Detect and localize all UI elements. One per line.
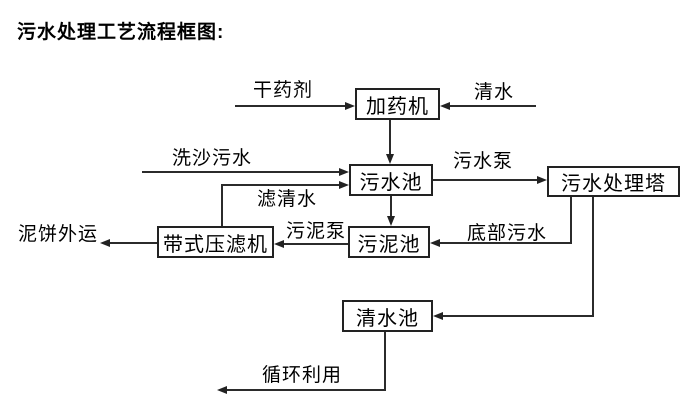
edge-tower-to-clearpool-drop — [592, 197, 594, 317]
edge-clear-water-arrowhead-icon — [440, 102, 450, 110]
label-dry-agent: 干药剂 — [253, 80, 314, 101]
label-mud-cake-shipped-out: 泥饼外运 — [18, 224, 99, 245]
node-dosing-machine: 加药机 — [355, 88, 440, 120]
node-sewage-pool: 污水池 — [349, 164, 433, 196]
edge-bottom-sewage-arrowhead-icon — [430, 239, 440, 247]
edge-tower-to-clearpool-arrowhead-icon — [433, 312, 443, 320]
edge-bottom-sewage-drop — [570, 197, 572, 244]
edge-clear-water-line — [450, 105, 536, 107]
node-sewage-treatment-tower: 污水处理塔 — [547, 166, 680, 197]
label-recycling: 循环利用 — [262, 365, 343, 386]
edge-recycling-line — [227, 389, 386, 391]
edge-dosing-to-sewage-line — [389, 120, 391, 156]
node-clear-water-pool: 清水池 — [342, 300, 433, 332]
node-belt-filter-press: 带式压滤机 — [157, 226, 274, 258]
node-sludge-pool: 污泥池 — [348, 226, 430, 258]
label-filtered-water: 滤清水 — [257, 189, 318, 210]
edge-recycling-arrowhead-icon — [217, 386, 227, 394]
edge-mud-cake-arrowhead-icon — [100, 239, 110, 247]
edge-dry-agent-arrowhead-icon — [345, 102, 355, 110]
edge-sludge-pump-line — [284, 243, 348, 245]
edge-sand-washing-arrowhead-icon — [339, 168, 349, 176]
edge-filtered-water-riser — [221, 184, 223, 226]
label-sewage-pump: 污水泵 — [453, 151, 514, 172]
edge-mud-cake-line — [110, 242, 157, 244]
label-sludge-pump: 污泥泵 — [286, 221, 347, 242]
edge-dosing-to-sewage-arrowhead-icon — [386, 154, 394, 164]
page-title: 污水处理工艺流程框图: — [17, 22, 225, 43]
label-clear-water: 清水 — [474, 82, 515, 103]
edge-filtered-water-line — [221, 184, 340, 186]
edge-recycling-drop — [384, 332, 386, 391]
edge-sewage-to-sludge-line — [390, 196, 392, 218]
edge-dry-agent-line — [235, 105, 345, 107]
edge-tower-to-clearpool-line — [443, 315, 593, 317]
edge-sewage-to-sludge-arrowhead-icon — [387, 216, 395, 226]
edge-filtered-water-arrowhead-icon — [339, 181, 349, 189]
edge-sewage-pump-line — [433, 179, 538, 181]
edge-sewage-pump-arrowhead-icon — [537, 176, 547, 184]
label-sand-washing-sewage: 洗沙污水 — [172, 148, 253, 169]
edge-bottom-sewage-line — [440, 242, 571, 244]
edge-sludge-pump-arrowhead-icon — [274, 240, 284, 248]
edge-sand-washing-line — [142, 171, 340, 173]
label-bottom-sewage: 底部污水 — [467, 223, 548, 244]
